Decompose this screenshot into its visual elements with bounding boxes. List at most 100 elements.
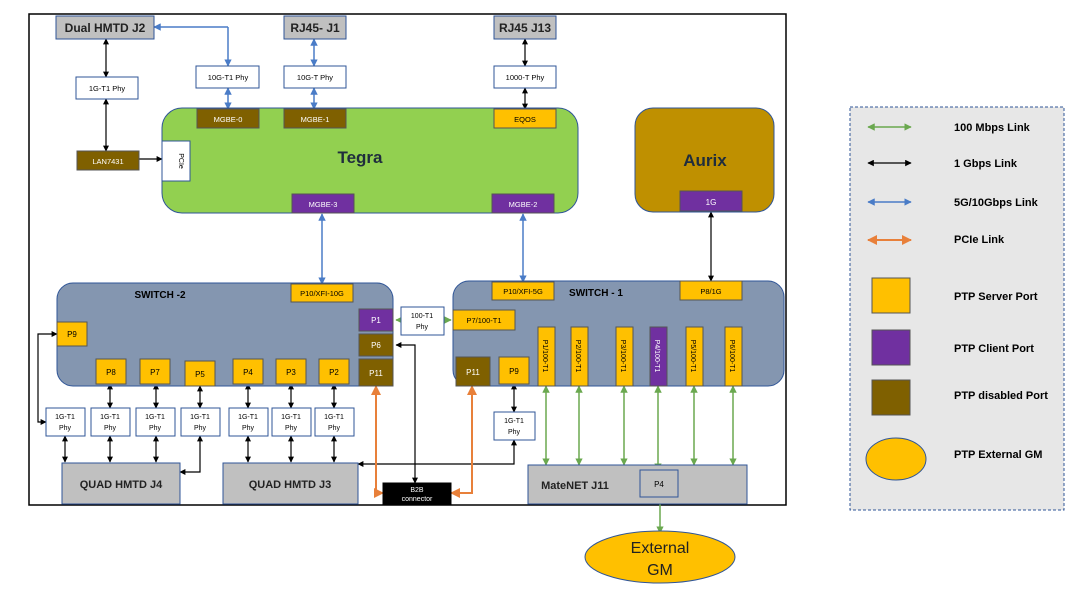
switch1-port-p10: P10/XFI-5G [491, 281, 555, 301]
phy-1g-t1-top: 1G-T1 Phy [75, 76, 139, 100]
phy-6-label-2: Phy [285, 425, 298, 432]
phy-1000-t-top-label: 1000-T Phy [506, 73, 545, 82]
phy-1g-t1-4: 1G-T1 Phy [180, 407, 221, 437]
phy-6-label-1: 1G-T1 [281, 414, 301, 421]
phy-100-t1-mid: 100-T1 Phy [400, 306, 445, 336]
rj45-j13-label: RJ45 J13 [499, 21, 551, 35]
switch1-port-p3: P3/100-T1 [615, 326, 634, 387]
switch1-p2-label: P2/100-T1 [574, 340, 581, 373]
switch2-p2-label: P2 [329, 368, 339, 377]
eqos-port: EQOS [493, 108, 557, 129]
phy-1000-t-top: 1000-T Phy [493, 65, 557, 89]
external-gm-label-2: GM [647, 562, 673, 579]
switch1-port-p11: P11 [455, 356, 491, 387]
phy-7-label-2: Phy [328, 425, 341, 432]
mgbe1-label: MGBE-1 [301, 115, 330, 124]
legend-5g10g-label: 5G/10Gbps Link [954, 197, 1039, 209]
legend-ptp-client: PTP Client Port [871, 329, 1034, 366]
matenet-p4-port: P4 [639, 469, 679, 498]
rj45-j13: RJ45 J13 [493, 15, 557, 40]
b2b-label-2: connector [402, 496, 433, 503]
switch1-port-p8: P8/1G [679, 280, 743, 301]
phy-1g-t1-6: 1G-T1 Phy [271, 407, 312, 437]
mgbe0-label: MGBE-0 [214, 115, 243, 124]
switch2-p9-label: P9 [67, 330, 77, 339]
switch2-p8-label: P8 [106, 368, 116, 377]
tegra-soc: Tegra [161, 107, 579, 214]
mgbe0-port: MGBE-0 [196, 108, 260, 129]
link-p9-phy [37, 331, 58, 425]
switch2-port-p6: P6 [358, 333, 394, 357]
switch1-port-p9: P9 [498, 356, 530, 385]
tegra-label: Tegra [337, 148, 383, 167]
mgbe1-port: MGBE-1 [283, 108, 347, 129]
phy-1g-t1-3: 1G-T1 Phy [135, 407, 176, 437]
phy-3-label-1: 1G-T1 [145, 414, 165, 421]
switch2-port-p2: P2 [318, 358, 350, 385]
legend-ptp-server-label: PTP Server Port [954, 291, 1038, 303]
phy-s1-label-2: Phy [508, 429, 521, 436]
phy-1g-t1-top-label: 1G-T1 Phy [89, 84, 126, 93]
legend-100mbps-label: 100 Mbps Link [954, 122, 1031, 134]
phy-s1-label-1: 1G-T1 [504, 418, 524, 425]
link-s1phy-j3 [357, 439, 517, 467]
mgbe2-port: MGBE-2 [491, 193, 555, 214]
switch1-p1-label: P1/100-T1 [541, 340, 548, 373]
switch2-title: SWITCH -2 [134, 290, 186, 301]
external-gm: External GM [584, 530, 736, 584]
link-s2p11-b2b [371, 385, 384, 498]
phy-10g-t-top: 10G-T Phy [283, 65, 347, 89]
switch2-port-p8: P8 [95, 358, 127, 385]
phy-1g-t1-2: 1G-T1 Phy [90, 407, 131, 437]
legend-ptp-disabled: PTP disabled Port [871, 379, 1048, 416]
matenet-j11-label: MateNET J11 [541, 480, 609, 492]
phy-100-t1-mid-label-1: 100-T1 [411, 313, 433, 320]
switch1-p4-label: P4/100-T1 [653, 340, 660, 373]
phy-10g-t1-top: 10G-T1 Phy [195, 65, 260, 89]
aurix-mcu: Aurix [634, 107, 775, 213]
pcie-label: PCIe [177, 153, 184, 169]
switch2-p7-label: P7 [150, 368, 160, 377]
external-gm-label-1: External [631, 540, 690, 557]
switch2-port-p11: P11 [358, 358, 394, 387]
switch2-port-p3: P3 [275, 358, 307, 385]
legend-1gbps: 1 Gbps Link [867, 158, 1018, 170]
phy-1-label-2: Phy [59, 425, 72, 432]
legend-5g10g: 5G/10Gbps Link [867, 197, 1039, 209]
quad-hmtd-j3-label: QUAD HMTD J3 [249, 479, 332, 491]
phy-5-label-1: 1G-T1 [238, 414, 258, 421]
switch2-port-p7: P7 [139, 358, 171, 385]
switch2-p11-label: P11 [369, 369, 383, 378]
mgbe2-label: MGBE-2 [509, 200, 538, 209]
board-frame [28, 13, 787, 506]
legend-100mbps: 100 Mbps Link [867, 122, 1031, 134]
phy-4-label-2: Phy [194, 425, 207, 432]
switch1-p9-label: P9 [509, 367, 519, 376]
legend-pcie-label: PCIe Link [954, 234, 1005, 246]
legend-1gbps-label: 1 Gbps Link [954, 158, 1018, 170]
link-s1p11-b2b [450, 385, 477, 498]
eqos-label: EQOS [514, 115, 536, 124]
phy-1g-t1-7: 1G-T1 Phy [314, 407, 355, 437]
switch2-p3-label: P3 [286, 368, 296, 377]
matenet-j11: MateNET J11 [527, 464, 748, 505]
mgbe3-port: MGBE-3 [291, 193, 355, 214]
switch1-port-p6: P6/100-T1 [724, 326, 743, 387]
legend: 100 Mbps Link 1 Gbps Link 5G/10Gbps Link… [849, 106, 1065, 511]
switch1-port-p5: P5/100-T1 [685, 326, 704, 387]
switch1-port-p1: P1/100-T1 [537, 326, 556, 387]
phy-1g-t1-5: 1G-T1 Phy [228, 407, 269, 437]
switch2-port-p1: P1 [358, 308, 394, 332]
legend-pcie: PCIe Link [867, 234, 1005, 246]
phy-1-label-1: 1G-T1 [55, 414, 75, 421]
b2b-connector: B2B connector [382, 482, 452, 505]
phy-100-t1-mid-label-2: Phy [416, 324, 429, 331]
lan7431-chip: LAN7431 [76, 150, 140, 171]
links [37, 23, 737, 534]
switch2-port-p10: P10/XFI-10G [290, 283, 354, 303]
switch1-p7-label: P7/100-T1 [466, 316, 501, 325]
switch1-p10-label: P10/XFI-5G [503, 287, 543, 296]
phy-2-label-2: Phy [104, 425, 117, 432]
phy-5-label-2: Phy [242, 425, 255, 432]
